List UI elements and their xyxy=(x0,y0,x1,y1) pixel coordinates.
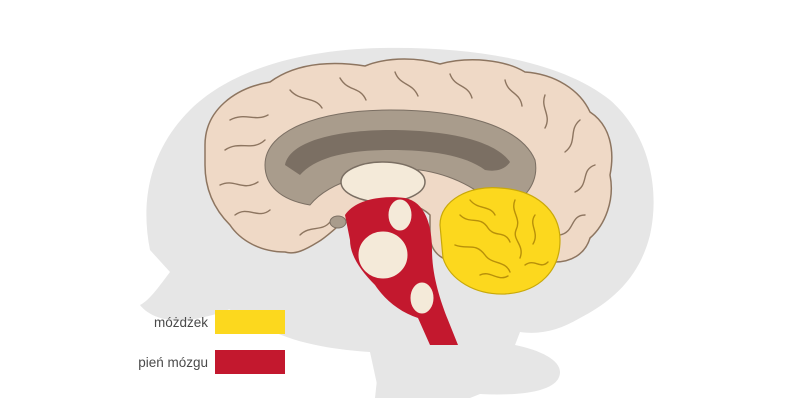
legend-swatch-red xyxy=(215,350,285,374)
legend-swatch-yellow xyxy=(215,310,285,334)
legend-item-cerebellum: móżdżek xyxy=(0,310,290,336)
pons xyxy=(358,231,408,279)
thalamus xyxy=(341,162,425,202)
midbrain xyxy=(388,199,412,231)
legend-label: pień mózgu xyxy=(68,351,208,375)
legend-label: móżdżek xyxy=(68,311,208,335)
medulla xyxy=(410,282,434,314)
legend-item-brainstem: pień mózgu xyxy=(0,350,290,376)
pituitary xyxy=(330,216,346,228)
